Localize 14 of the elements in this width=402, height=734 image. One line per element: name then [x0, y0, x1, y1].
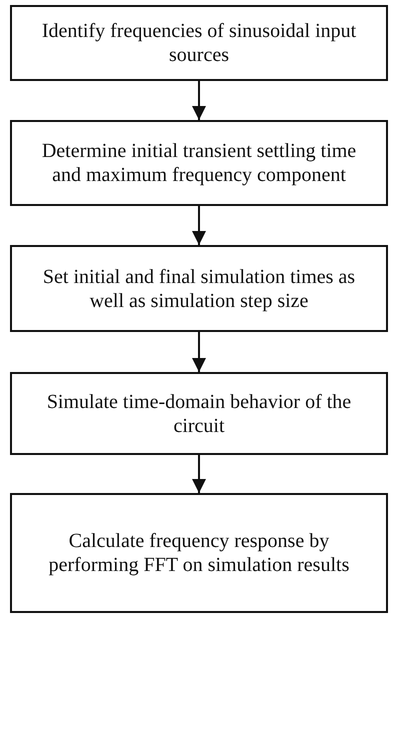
step-text: Simulate time-domain behavior of the circuit [46, 390, 352, 438]
process-box [10, 493, 388, 613]
process-box [10, 120, 388, 206]
step-text: Set initial and final simulation times as well as simulation step size [42, 264, 356, 312]
step-text: Calculate frequency response by performing FFT on simulation results [48, 529, 350, 577]
arrow [192, 332, 206, 372]
step-text: Identify frequencies of sinusoidal input sources [40, 19, 358, 67]
process-box [10, 5, 388, 81]
arrow [192, 81, 206, 120]
step-text: Determine initial transient settling time and maximum frequency component [40, 139, 358, 187]
arrow [192, 206, 206, 245]
process-box [10, 372, 388, 455]
arrow [192, 455, 206, 493]
process-box [10, 245, 388, 332]
